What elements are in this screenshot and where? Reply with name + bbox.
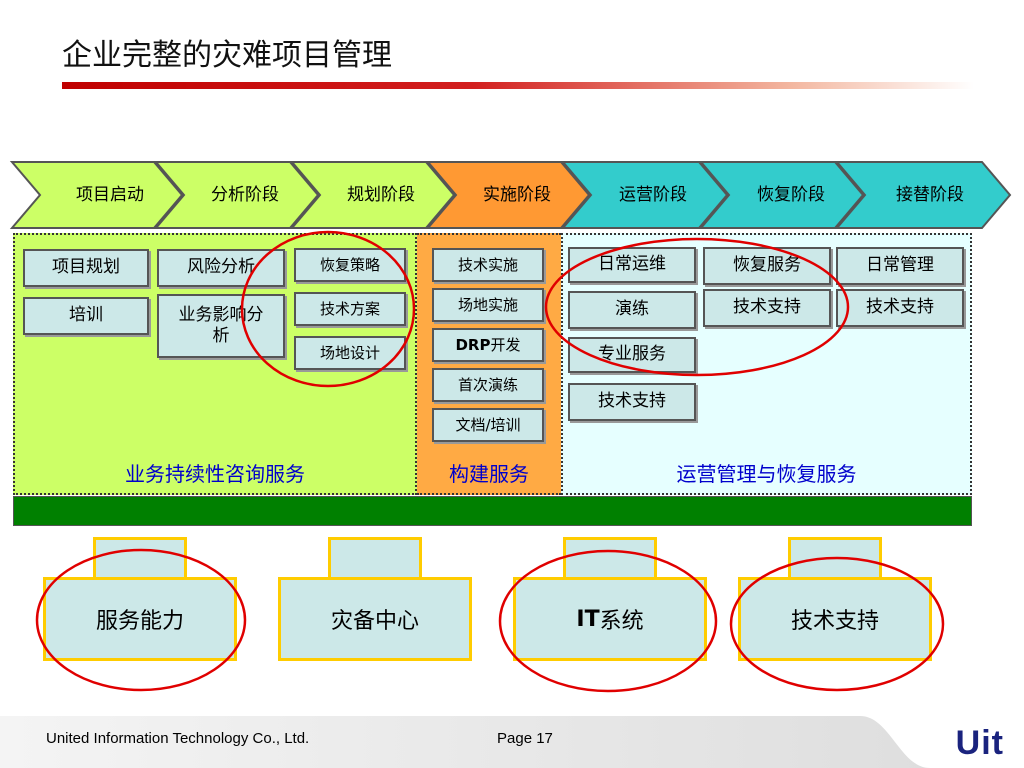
box-tech-implementation: 技术实施 (432, 248, 544, 282)
pillar-label-2: 灾备中心 (330, 609, 419, 634)
phase-label-2: 分析阶段 (211, 185, 279, 205)
pillar-4-stem (788, 537, 882, 579)
drp-prefix: DRP (455, 335, 491, 354)
drp-suffix: 开发 (490, 335, 521, 354)
pillar-label-1: 服务能力 (95, 609, 184, 634)
pillar-1-stem (93, 537, 187, 579)
box-risk-analysis: 风险分析 (157, 249, 285, 287)
box-technical-plan: 技术方案 (294, 292, 406, 326)
pillar-label-3-prefix: IT (576, 606, 600, 632)
phase-label-5: 运营阶段 (619, 185, 687, 205)
pillar-tech-support: 技术支持 (738, 577, 932, 661)
box-recovery-service: 恢复服务 (703, 247, 831, 285)
pillar-service-capability: 服务能力 (43, 577, 237, 661)
foundation-bar (13, 496, 972, 526)
pillar-3-stem (563, 537, 657, 579)
phase-label-3: 规划阶段 (347, 185, 415, 205)
phase-label-7: 接替阶段 (896, 185, 964, 205)
company-logo: Uit (955, 724, 1004, 762)
zone-label-build: 构建服务 (449, 462, 529, 486)
box-project-planning: 项目规划 (23, 249, 149, 287)
box-training: 培训 (23, 297, 149, 335)
pillar-label-3-suffix: 系统 (599, 609, 644, 634)
box-tech-support-2: 技术支持 (703, 289, 831, 327)
footer-curve (860, 716, 1024, 768)
box-daily-ops: 日常运维 (568, 247, 696, 283)
title-underline (62, 82, 974, 89)
box-site-implementation: 场地实施 (432, 288, 544, 322)
pillar-label-4: 技术支持 (790, 609, 879, 634)
box-docs-training: 文档/培训 (432, 408, 544, 442)
phase-label-1: 项目启动 (76, 185, 144, 205)
zone-label-consulting: 业务持续性咨询服务 (125, 462, 305, 486)
footer: United Information Technology Co., Ltd. … (0, 716, 1024, 768)
footer-company: United Information Technology Co., Ltd. (46, 730, 310, 747)
page-title: 企业完整的灾难项目管理 (62, 38, 392, 73)
box-drill: 演练 (568, 291, 696, 329)
zone-label-operations: 运营管理与恢复服务 (676, 462, 857, 486)
box-tech-support-3: 技术支持 (836, 289, 964, 327)
pillar-backup-center: 灾备中心 (278, 577, 472, 661)
box-business-impact-analysis: 业务影响分析 (157, 294, 285, 358)
box-site-design: 场地设计 (294, 336, 406, 370)
box-first-drill: 首次演练 (432, 368, 544, 402)
box-daily-management: 日常管理 (836, 247, 964, 285)
box-recovery-strategy: 恢复策略 (294, 248, 406, 282)
phase-label-4: 实施阶段 (483, 185, 551, 205)
footer-page-number: Page 17 (497, 730, 553, 747)
pillar-2-stem (328, 537, 422, 579)
box-tech-support-1: 技术支持 (568, 383, 696, 421)
phase-label-6: 恢复阶段 (757, 185, 825, 205)
box-professional-service: 专业服务 (568, 337, 696, 373)
